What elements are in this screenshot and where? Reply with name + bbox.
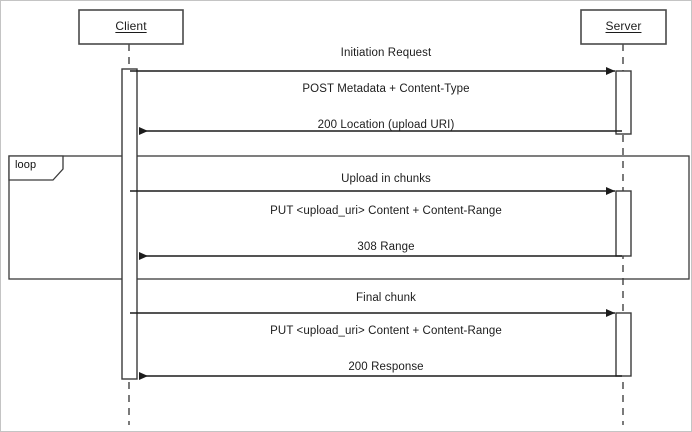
- message-label-m2-request: POST Metadata + Content-Type: [302, 83, 470, 95]
- message-label-m3-reply: 200 Location (upload URI): [317, 119, 455, 131]
- loop-fragment-label: loop: [15, 159, 37, 171]
- actor-label-client: Client: [115, 19, 147, 33]
- activation-bar-server-1: [615, 70, 632, 135]
- message-label-m5-request: PUT <upload_uri> Content + Content-Range: [270, 205, 502, 217]
- message-label-m6-reply: 308 Range: [357, 241, 415, 253]
- message-label-m7-note: Final chunk: [356, 292, 416, 304]
- message-label-m4-note: Upload in chunks: [341, 173, 431, 185]
- message-label-m8-request: PUT <upload_uri> Content + Content-Range: [270, 325, 502, 337]
- activation-bar-client: [121, 68, 138, 380]
- loop-fragment-box: [8, 155, 690, 280]
- actor-box-client: [78, 9, 184, 45]
- message-label-m9-reply: 200 Response: [348, 361, 424, 373]
- activation-bar-server-2: [615, 190, 632, 257]
- actor-label-server: Server: [605, 19, 642, 33]
- actor-box-server: [580, 9, 667, 45]
- activation-bar-server-3: [615, 312, 632, 377]
- message-label-m1-note: Initiation Request: [340, 47, 432, 59]
- loop-fragment-operator-tab: [8, 155, 64, 181]
